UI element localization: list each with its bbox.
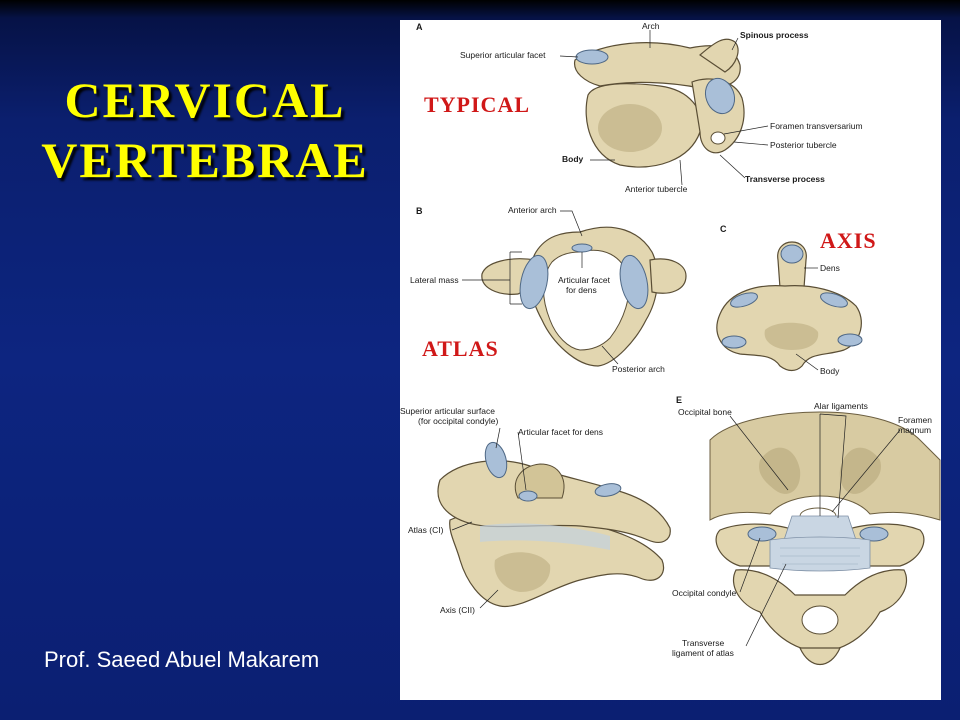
superior-articular-surface-shape (484, 441, 508, 479)
panel-e-letter: E (676, 395, 682, 405)
alar-ligaments-shape (783, 515, 857, 541)
label-occipital-bone: Occipital bone (678, 407, 732, 417)
label-anterior-arch: Anterior arch (508, 205, 557, 215)
panel-c-axis: C Dens Body AXIS (716, 224, 877, 376)
label-articular-facet-line1: Articular facet (558, 275, 611, 285)
label-spinous-process: Spinous process (740, 30, 809, 40)
typical-body-shading (598, 104, 662, 152)
atlantoaxial-joint-band (480, 523, 610, 550)
label-axis-cii: Axis (CII) (440, 605, 475, 615)
label-foramen-magnum-line1: Foramen (898, 415, 932, 425)
ligament-fibers (780, 547, 860, 565)
label-articular-facet-for-dens: Articular facet for dens (518, 427, 603, 437)
slide-title: CERVICAL VERTEBRAE (30, 70, 380, 190)
label-occipital-condyle: Occipital condyle (672, 588, 737, 598)
label-articular-facet-line2: for dens (566, 285, 597, 295)
posterior-axis-canal (801, 605, 839, 635)
label-body: Body (562, 154, 584, 164)
label-posterior-tubercle: Posterior tubercle (770, 140, 837, 150)
panel-d-atlas-axis: Superior articular surface (for occipita… (400, 406, 671, 615)
author-credit: Prof. Saeed Abuel Makarem (44, 647, 320, 672)
title-line-1: CERVICAL (64, 72, 346, 128)
occipital-condyle-left (747, 526, 777, 542)
panel-b-atlas: B Anterior arch Lateral mass Articular f… (410, 205, 687, 374)
occipital-shading-right (839, 447, 881, 494)
axis-inferior-facet-right (837, 333, 863, 347)
label-alar-ligaments: Alar ligaments (814, 401, 868, 411)
annotation-axis: AXIS (820, 228, 877, 253)
label-atlas-ci: Atlas (CI) (408, 525, 444, 535)
label-anterior-tubercle: Anterior tubercle (625, 184, 688, 194)
articular-facet-for-dens-shape (518, 490, 538, 502)
occipital-condyle-right (859, 526, 889, 542)
annotation-typical: TYPICAL (424, 92, 530, 117)
typical-arch-shape (574, 42, 741, 89)
label-dens: Dens (820, 263, 840, 273)
lateral-facet-shape (594, 483, 622, 497)
title-line-2: VERTEBRAE (41, 132, 369, 188)
label-axis-body: Body (820, 366, 840, 376)
atlas-dens-facet (571, 243, 593, 253)
axis-inferior-facet-left (721, 335, 747, 349)
vertebrae-figure: A Arch Spinous process Super (400, 20, 941, 700)
label-arch: Arch (642, 21, 660, 31)
annotation-atlas: ATLAS (422, 336, 499, 361)
typical-foramen-shape (710, 131, 726, 145)
label-transverse-ligament-line2: ligament of atlas (672, 648, 734, 658)
label-posterior-arch: Posterior arch (612, 364, 665, 374)
axis-side-shading (494, 552, 551, 592)
axis-superior-facet-right (820, 292, 848, 308)
label-foramen-transversarium: Foramen transversarium (770, 121, 863, 131)
dens-side-shape (514, 463, 565, 499)
panel-e-ligaments: E Occipital bone (672, 395, 941, 665)
panel-a-letter: A (416, 22, 423, 32)
axis-dens-facet (780, 244, 804, 264)
axis-superior-facet-left (730, 292, 758, 308)
typical-spinous-process-shape (699, 38, 739, 73)
axis-body-shading (764, 322, 819, 350)
posterior-axis-spinous (799, 647, 841, 665)
label-transverse-ligament-line1: Transverse (682, 638, 724, 648)
anatomy-illustration: A Arch Spinous process Super (400, 21, 941, 665)
occipital-bone-shape (709, 411, 941, 521)
typical-superior-facet-right (704, 77, 736, 115)
label-superior-articular-surface-line2: (for occipital condyle) (418, 416, 498, 426)
label-transverse-process: Transverse process (745, 174, 825, 184)
typical-superior-facet-left (575, 49, 609, 65)
label-foramen-magnum-line2: magnum (898, 425, 931, 435)
atlas-facet-right (619, 254, 649, 310)
label-superior-articular-surface-line1: Superior articular surface (400, 406, 495, 416)
label-superior-articular-facet: Superior articular facet (460, 50, 546, 60)
transverse-ligament-shape (769, 536, 871, 572)
panel-c-letter: C (720, 224, 727, 234)
atlas-facet-left (519, 254, 549, 310)
panel-a-typical-vertebra: A Arch Spinous process Super (416, 21, 863, 194)
panel-b-letter: B (416, 206, 423, 216)
atlas-transverse-right (649, 258, 687, 294)
label-lateral-mass: Lateral mass (410, 275, 459, 285)
occipital-shading-left (759, 447, 801, 494)
